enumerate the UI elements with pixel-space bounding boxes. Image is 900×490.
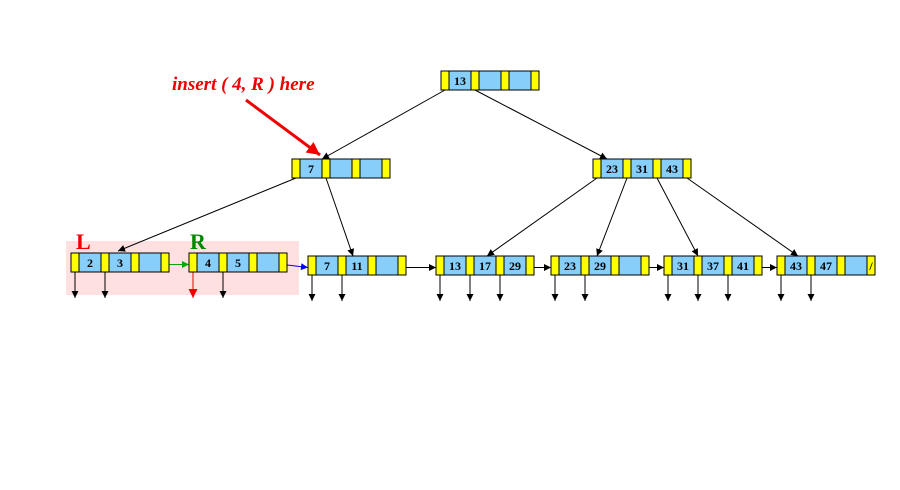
pointer-slot <box>440 70 450 91</box>
split-label-right: R <box>190 229 207 254</box>
tree-edge <box>117 177 297 252</box>
node-key: 5 <box>235 256 241 270</box>
pointer-slot <box>248 252 258 273</box>
pointer-slot <box>723 255 733 276</box>
key-slot <box>478 70 502 91</box>
pointer-slot <box>550 255 560 276</box>
pointer-slot <box>530 70 540 91</box>
pointer-slot <box>682 158 692 179</box>
pointer-slot <box>351 158 361 179</box>
node-leaf7: 43 47 / <box>776 255 876 276</box>
node-key: 47 <box>820 259 832 273</box>
node-inner1: 7 <box>291 158 391 179</box>
pointer-slot <box>622 158 632 179</box>
node-key: 3 <box>117 256 123 270</box>
node-key: 13 <box>449 259 461 273</box>
pointer-slot <box>160 252 170 273</box>
pointer-slot <box>397 255 407 276</box>
pointer-slot <box>470 70 480 91</box>
node-key: 31 <box>636 162 648 176</box>
tree-edge <box>321 89 446 160</box>
node-leaf6: 31 37 41 <box>663 255 763 276</box>
node-key: 7 <box>308 162 314 176</box>
node-inner2: 23 31 43 <box>592 158 692 179</box>
pointer-slot <box>307 255 317 276</box>
pointer-slot <box>278 252 288 273</box>
node-key: 11 <box>351 259 362 273</box>
key-slot <box>375 255 399 276</box>
pointer-slot <box>693 255 703 276</box>
pointer-slot <box>663 255 673 276</box>
pointer-slot <box>70 252 80 273</box>
pointer-slot <box>321 158 331 179</box>
key-slot <box>618 255 642 276</box>
pointer-slot <box>580 255 590 276</box>
node-key: 17 <box>479 259 491 273</box>
tree-edge <box>325 177 355 257</box>
pointer-slot <box>367 255 377 276</box>
pointer-slot <box>866 255 876 276</box>
node-leaf5: 23 29 <box>550 255 650 276</box>
pointer-slot <box>652 158 662 179</box>
node-key: 41 <box>737 259 749 273</box>
pointer-slot <box>753 255 763 276</box>
node-key: 2 <box>87 256 93 270</box>
pointer-slot <box>291 158 301 179</box>
node-key: 31 <box>677 259 689 273</box>
pointer-slot <box>337 255 347 276</box>
node-key: 37 <box>707 259 719 273</box>
tree-edge <box>596 177 628 257</box>
pointer-slot <box>500 70 510 91</box>
insert-annotation-arrow <box>245 98 321 157</box>
key-slot <box>329 158 353 179</box>
node-key: 7 <box>324 259 330 273</box>
tree-edge <box>656 177 699 257</box>
pointer-slot <box>806 255 816 276</box>
key-slot <box>138 252 162 273</box>
tree-edge <box>686 177 799 257</box>
pointer-slot <box>188 252 198 273</box>
node-key: 23 <box>564 259 576 273</box>
pointer-slot <box>610 255 620 276</box>
node-key: 4 <box>205 256 211 270</box>
pointer-slot <box>218 252 228 273</box>
pointer-slot <box>640 255 650 276</box>
tree-edge <box>474 89 608 160</box>
node-key: 13 <box>454 74 466 88</box>
node-leaf3: 7 11 <box>307 255 407 276</box>
pointer-slot <box>776 255 786 276</box>
pointer-slot <box>495 255 505 276</box>
pointer-slot <box>836 255 846 276</box>
pointer-slot <box>435 255 445 276</box>
pointer-slot <box>465 255 475 276</box>
node-key: 29 <box>594 259 606 273</box>
insert-annotation: insert ( 4, R ) here <box>172 74 315 95</box>
pointer-slot <box>525 255 535 276</box>
pointer-slot <box>130 252 140 273</box>
split-label-left: L <box>76 229 91 254</box>
tree-edge <box>486 177 598 257</box>
node-key: 43 <box>666 162 678 176</box>
null-link-mark: / <box>868 259 873 273</box>
key-slot <box>359 158 383 179</box>
node-key: 43 <box>790 259 802 273</box>
node-key: 23 <box>606 162 618 176</box>
node-key: 29 <box>509 259 521 273</box>
pointer-slot <box>381 158 391 179</box>
key-slot <box>256 252 280 273</box>
pointer-slot <box>592 158 602 179</box>
node-leaf4: 13 17 29 <box>435 255 535 276</box>
pointer-slot <box>100 252 110 273</box>
key-slot <box>844 255 868 276</box>
node-root: 13 <box>440 70 540 91</box>
key-slot <box>508 70 532 91</box>
